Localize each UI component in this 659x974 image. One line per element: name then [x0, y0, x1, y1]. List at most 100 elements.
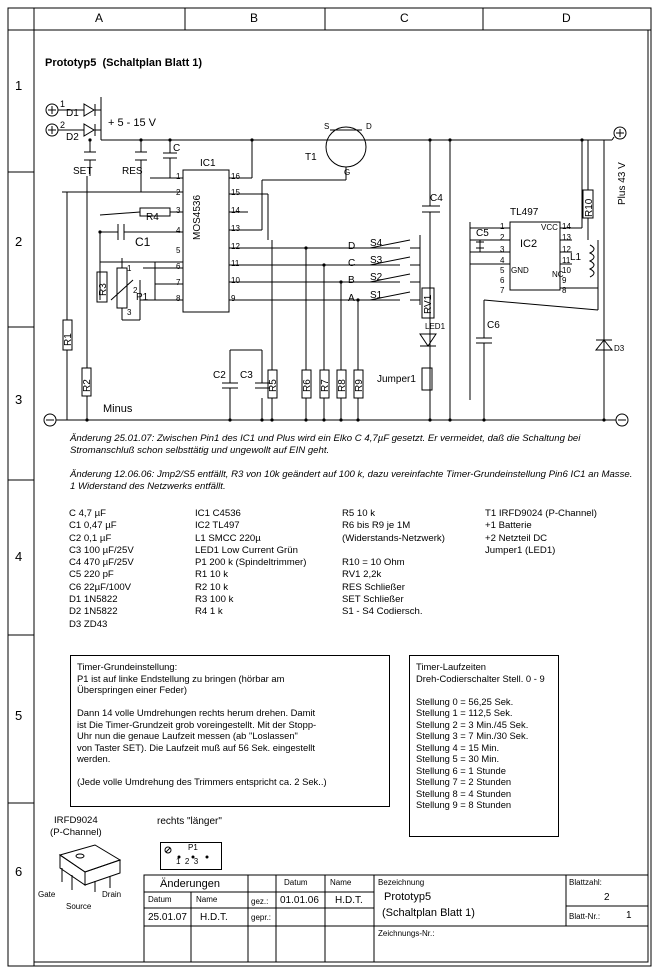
package-gate: Gate [38, 890, 56, 899]
ic1-pin-2: 2 [176, 188, 181, 197]
label-s1: S1 [370, 290, 383, 301]
ic2-pin-14: 14 [562, 222, 571, 231]
tb-blattnr-value: 1 [626, 910, 632, 921]
plus-pin-2: 2 [60, 120, 66, 130]
grid-row-4: 4 [15, 549, 23, 564]
label-t1-g: G [344, 168, 351, 177]
tb-bez-2: (Schaltplan Blatt 1) [382, 907, 475, 919]
label-minus: Minus [103, 403, 133, 415]
grid-row-5: 5 [15, 708, 23, 723]
bus-letter-a: A [348, 293, 355, 304]
laufzeiten-text: Timer-Laufzeiten Dreh-Codierschalter Ste… [416, 661, 545, 810]
label-c4: C4 [430, 193, 443, 204]
ic1-pin-14: 14 [231, 206, 240, 215]
label-c5: C5 [476, 228, 489, 239]
label-t1-s: S [324, 122, 330, 131]
package-drawing [58, 844, 122, 892]
timer-box [70, 655, 390, 807]
ic2-pin-1: 1 [500, 222, 505, 231]
p1-pin-2: 2 [133, 286, 138, 295]
label-led1: LED1 [425, 322, 446, 331]
label-p1: P1 [136, 292, 149, 303]
grid-row-2: 2 [15, 234, 23, 249]
label-t1: T1 [305, 152, 317, 163]
grid-row-6: 6 [15, 864, 23, 879]
tb-name-header: Name [196, 895, 218, 904]
ic2-pin-13: 13 [562, 233, 571, 242]
tb-datum-header-2: Datum [284, 878, 308, 887]
tb-blattnr: Blatt-Nr.: [569, 912, 601, 921]
tb-gez-name: H.D.T. [335, 895, 363, 906]
supply-label: + 5 - 15 V [108, 117, 157, 129]
package-drain: Drain [102, 890, 122, 899]
p1-pin-3: 3 [127, 308, 132, 317]
ic1-pin-6: 6 [176, 262, 181, 271]
label-res: RES [122, 166, 143, 177]
timer-text: Timer-Grundeinstellung: P1 ist auf linke… [77, 661, 327, 787]
bus-letter-d: D [348, 241, 356, 252]
tb-row-date: 25.01.07 [148, 912, 187, 923]
label-r4: R4 [146, 212, 159, 223]
label-set: SET [73, 166, 93, 177]
grid-col-d: D [562, 11, 571, 25]
trimmer-pins: 1 2 3 [176, 857, 199, 866]
ic2-pin-9: 9 [562, 276, 567, 285]
tb-name-header-2: Name [330, 878, 352, 887]
ic1-pin-3: 3 [176, 206, 181, 215]
label-ic2-gnd: GND [511, 266, 529, 275]
label-jumper1: Jumper1 [377, 374, 416, 385]
ic2-pin-10: 10 [562, 266, 571, 275]
grid-col-b: B [250, 11, 259, 25]
label-c2: C2 [213, 370, 226, 381]
parts-col-3: R5 10 k R6 bis R9 je 1M (Widerstands-Net… [342, 508, 445, 618]
grid-row-1: 1 [15, 78, 23, 93]
ic2-pin-2: 2 [500, 233, 505, 242]
tb-blattzahl-value: 2 [604, 892, 610, 903]
ic1-pin-1: 1 [176, 172, 181, 181]
label-t1-d: D [366, 122, 372, 131]
tb-bez-1: Prototyp5 [384, 891, 432, 903]
ic2-pin-3: 3 [500, 245, 505, 254]
label-ic2-vcc: VCC [541, 223, 558, 232]
bus-letter-b: B [348, 275, 355, 286]
ic2-pin-8: 8 [562, 286, 567, 295]
tb-blattzahl: Blattzahl: [569, 878, 602, 887]
parts-col-1: C 4,7 µF C1 0,47 µF C2 0,1 µF C3 100 µF/… [69, 508, 134, 630]
label-ic2: IC2 [520, 238, 538, 250]
label-d2: D2 [66, 132, 79, 143]
ic1-pin-11: 11 [231, 259, 240, 268]
label-c3: C3 [240, 370, 253, 381]
change-note-1: Änderung 25.01.07: Zwischen Pin1 des IC1… [70, 433, 581, 456]
ic1-pin-7: 7 [176, 278, 181, 287]
label-c1: C1 [135, 235, 151, 249]
ic2-pin-6: 6 [500, 276, 505, 285]
grid-row-3: 3 [15, 392, 23, 407]
label-c6: C6 [487, 320, 500, 331]
ic1-pin-10: 10 [231, 276, 240, 285]
package-title: IRFD9024 (P-Channel) [50, 815, 102, 838]
ic1-pin-9: 9 [231, 294, 236, 303]
ic1-pin-4: 4 [176, 226, 181, 235]
trimmer-note: rechts "länger" [157, 816, 222, 827]
tb-row-name: H.D.T. [200, 912, 228, 923]
tb-aenderungen: Änderungen [160, 878, 220, 890]
parts-col-2: IC1 C4536 IC2 TL497 L1 SMCC 220µ LED1 Lo… [195, 508, 307, 618]
ic2-pin-7: 7 [500, 286, 505, 295]
label-ic1: IC1 [200, 158, 216, 169]
tb-zeichnungsnr: Zeichnungs-Nr.: [378, 929, 435, 938]
ic1-pin-5: 5 [176, 246, 181, 255]
ic1-pin-8: 8 [176, 294, 181, 303]
trimmer-dots [164, 846, 209, 859]
change-note-2: Änderung 12.06.06: Jmp2/S5 entfällt, R3 … [70, 469, 633, 492]
tb-gepr: gepr.: [251, 913, 272, 922]
tb-gez-date: 01.01.06 [280, 895, 319, 906]
ic1-pin-15: 15 [231, 188, 240, 197]
page-title: Prototyp5 (Schaltplan Blatt 1) [45, 57, 203, 69]
tb-bezeichnung: Bezeichnung [378, 878, 425, 887]
label-s3: S3 [370, 255, 383, 266]
label-tl497: TL497 [510, 207, 539, 218]
package-source: Source [66, 902, 92, 911]
grid-col-a: A [95, 11, 104, 25]
